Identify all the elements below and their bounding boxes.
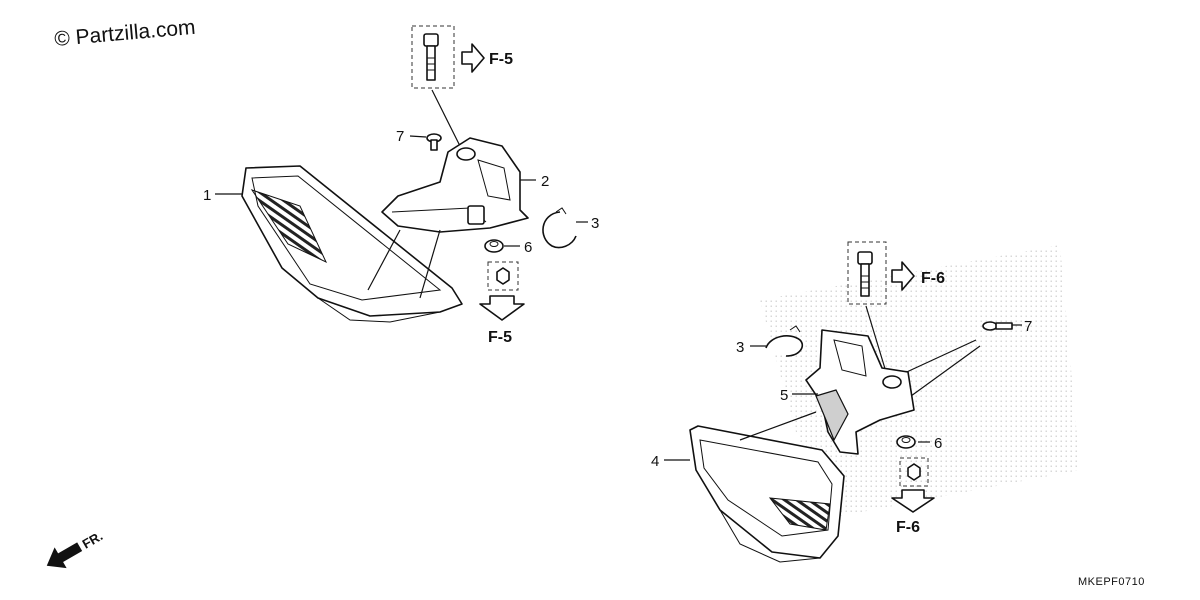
- bracket-part-5[interactable]: [805, 329, 915, 455]
- screw-part-7-left[interactable]: [426, 133, 442, 151]
- bracket-part-2[interactable]: [381, 137, 529, 233]
- leader-line: [419, 229, 441, 299]
- light-housing-part-4[interactable]: [689, 425, 845, 563]
- leader-line: [865, 305, 887, 373]
- leader-line: [899, 345, 981, 405]
- lower-nut-left[interactable]: [487, 261, 519, 291]
- diagram-code: MKEPF0710: [1078, 576, 1145, 588]
- screw-part-7-right[interactable]: [982, 321, 1013, 331]
- callout-4-right: 4: [651, 453, 659, 470]
- leader-line: [367, 229, 401, 291]
- reference-arrow-f6-lower[interactable]: F-6: [891, 489, 935, 536]
- nut-part-6-left[interactable]: [484, 239, 504, 253]
- reference-f5-upper-label: F-5: [489, 51, 513, 68]
- callout-7-left: 7: [396, 128, 404, 145]
- front-direction-label: FR.: [80, 528, 106, 551]
- callout-3-left: 3: [591, 215, 599, 232]
- callout-6-right: 6: [934, 435, 942, 452]
- lower-nut-right[interactable]: [899, 457, 929, 487]
- reference-arrow-f5-lower[interactable]: F-5: [479, 295, 525, 346]
- front-arrow-icon: [46, 542, 83, 569]
- clip-part-3-right[interactable]: [765, 325, 804, 357]
- light-housing-part-1[interactable]: [241, 165, 463, 323]
- leader-line: [897, 339, 977, 377]
- callout-3-right: 3: [736, 339, 744, 356]
- reference-f5-lower-label: F-5: [488, 329, 512, 346]
- reference-f6-upper-label: F-6: [921, 270, 945, 287]
- upper-bolt-right[interactable]: [847, 241, 887, 305]
- reference-arrow-f5-upper[interactable]: F-5: [461, 43, 513, 73]
- callout-5-right: 5: [780, 387, 788, 404]
- callout-6-left: 6: [524, 239, 532, 256]
- reference-f6-lower-label: F-6: [896, 519, 920, 536]
- leader-line: [431, 89, 463, 151]
- watermark: © Partzilla.com: [53, 16, 196, 51]
- leader-line: [409, 135, 427, 138]
- upper-bolt[interactable]: [411, 25, 455, 89]
- callout-2-left: 2: [541, 173, 549, 190]
- callout-1-left: 1: [203, 187, 211, 204]
- callout-7-right: 7: [1024, 318, 1032, 335]
- reference-arrow-f6-upper[interactable]: F-6: [891, 261, 945, 291]
- front-direction-indicator: FR.: [46, 528, 106, 569]
- nut-part-6-right[interactable]: [896, 435, 916, 449]
- clip-part-3-left[interactable]: [542, 207, 577, 249]
- leader-line: [739, 411, 817, 441]
